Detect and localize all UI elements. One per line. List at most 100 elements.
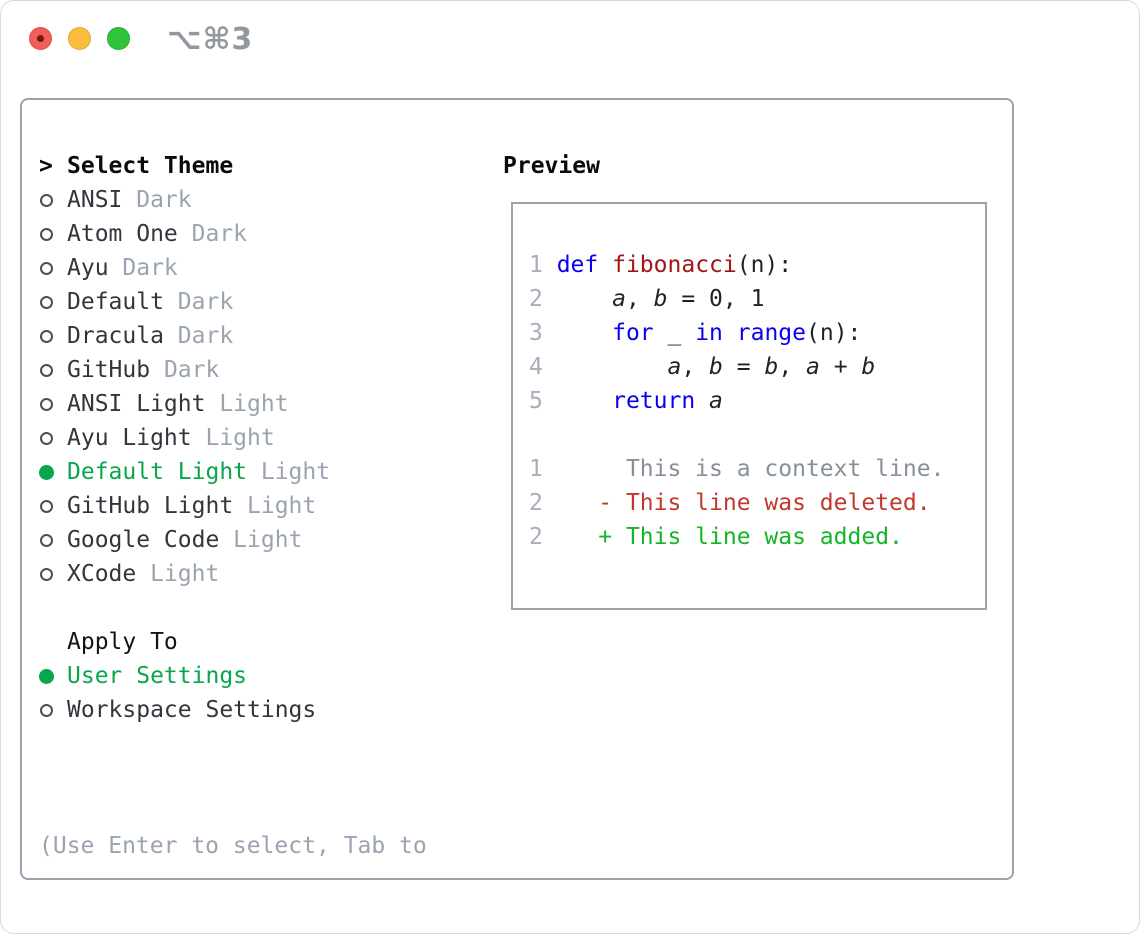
apply-option-workspace-settings[interactable]: Workspace Settings — [39, 693, 330, 727]
item-variant-label: Light — [219, 527, 303, 553]
theme-item-default[interactable]: Default Dark — [39, 285, 330, 319]
code-token-txt: = 0, 1 — [667, 286, 765, 312]
window-title: ⌥⌘3 — [167, 22, 254, 57]
item-variant-label: Light — [191, 425, 275, 451]
apply-option-user-settings[interactable]: User Settings — [39, 659, 330, 693]
code-token-ln: 2 — [529, 286, 557, 312]
selection-chevron-icon: > — [39, 153, 53, 179]
code-token-ln: 1 — [529, 456, 543, 482]
theme-list-title: Select Theme — [67, 153, 234, 179]
code-line: 3 for _ in range(n): — [529, 320, 985, 354]
help-text: (Use Enter to select, Tab to change focu… — [39, 761, 479, 933]
code-token-var: b — [764, 354, 779, 380]
code-line: 5 return a — [529, 388, 985, 422]
code-token-ln: 1 — [529, 252, 557, 278]
code-token-var: b — [709, 354, 723, 380]
code-token-txt — [598, 252, 612, 278]
theme-item-dracula[interactable]: Dracula Dark — [39, 319, 330, 353]
code-token-txt — [557, 354, 668, 380]
code-token-txt: , — [778, 354, 807, 380]
theme-item-google-code[interactable]: Google Code Light — [39, 523, 330, 557]
radio-unselected-icon — [40, 499, 53, 513]
code-line: 2 a, b = 0, 1 — [529, 286, 985, 320]
item-label: GitHub — [67, 357, 151, 383]
radio-unselected-icon — [40, 567, 53, 581]
item-label: ANSI Light — [67, 391, 206, 417]
item-label: ANSI — [67, 187, 123, 213]
apply-to-header: Apply To — [39, 625, 330, 659]
item-label: Default Light — [67, 459, 248, 485]
code-token-var: a — [667, 354, 682, 380]
close-button[interactable] — [29, 27, 52, 50]
item-label: XCode — [67, 561, 137, 587]
code-token-ln: 5 — [529, 388, 557, 414]
radio-selected-icon — [39, 668, 54, 684]
radio-unselected-icon — [40, 363, 53, 377]
theme-item-ansi-light[interactable]: ANSI Light Light — [39, 387, 330, 421]
radio-unselected-icon — [40, 397, 53, 411]
theme-item-ayu[interactable]: Ayu Dark — [39, 251, 330, 285]
item-variant-label: Light — [247, 459, 331, 485]
theme-item-ansi[interactable]: ANSI Dark — [39, 183, 330, 217]
code-token-txt: , — [625, 286, 654, 312]
item-label: GitHub Light — [67, 493, 234, 519]
code-token-kw: return — [612, 388, 696, 414]
item-variant-label: Dark — [108, 255, 178, 281]
theme-item-xcode[interactable]: XCode Light — [39, 557, 330, 591]
radio-unselected-icon — [40, 295, 53, 309]
code-token-kw: def — [556, 252, 599, 278]
item-label: Ayu Light — [67, 425, 192, 451]
code-token-txt — [543, 490, 598, 516]
code-line: 4 a, b = b, a + b — [529, 354, 985, 388]
code-token-txt — [557, 320, 612, 346]
code-line — [529, 422, 985, 456]
code-token-txt — [543, 524, 598, 550]
item-label: Ayu — [67, 255, 109, 281]
theme-list-header: > Select Theme — [39, 149, 330, 183]
code-token-txt — [557, 388, 612, 414]
theme-item-ayu-light[interactable]: Ayu Light Light — [39, 421, 330, 455]
code-token-txt: = — [722, 354, 765, 380]
zoom-button[interactable] — [107, 27, 130, 50]
theme-item-github-light[interactable]: GitHub Light Light — [39, 489, 330, 523]
code-token-txt — [557, 286, 612, 312]
titlebar: ⌥⌘3 — [1, 1, 1139, 73]
code-token-ctx: This is a context line. — [542, 456, 945, 482]
code-token-kw: in — [695, 320, 723, 346]
item-variant-label: Light — [205, 391, 289, 417]
code-token-kw: for — [612, 320, 654, 346]
code-token-ln: 3 — [529, 320, 557, 346]
code-token-txt: + — [819, 354, 862, 380]
item-label: Google Code — [67, 527, 220, 553]
item-label: Default — [67, 289, 164, 315]
code-token-var: a — [612, 286, 626, 312]
radio-unselected-icon — [40, 261, 53, 275]
code-token-var: b — [653, 286, 668, 312]
item-label: Dracula — [67, 323, 164, 349]
theme-item-atom-one[interactable]: Atom One Dark — [39, 217, 330, 251]
item-variant-label: Light — [136, 561, 220, 587]
radio-unselected-icon — [40, 431, 53, 445]
item-variant-label: Dark — [177, 221, 248, 247]
theme-item-default-light[interactable]: Default Light Light — [39, 455, 330, 489]
code-token-var: a — [806, 354, 820, 380]
radio-unselected-icon — [40, 329, 53, 343]
theme-item-github[interactable]: GitHub Dark — [39, 353, 330, 387]
code-token-var: a — [709, 388, 723, 414]
code-token-fn: fibonacci — [612, 252, 737, 278]
minimize-button[interactable] — [68, 27, 91, 50]
code-token-add: + This line was added. — [598, 524, 903, 550]
code-line: 2 + This line was added. — [529, 524, 985, 558]
radio-unselected-icon — [40, 533, 53, 547]
preview-header: Preview — [503, 149, 600, 183]
radio-unselected-icon — [40, 227, 53, 241]
code-token-ln: 2 — [529, 490, 543, 516]
item-variant-label: Dark — [163, 323, 234, 349]
help-line: (Use Enter to select, Tab to — [39, 833, 427, 859]
apply-to-title: Apply To — [67, 629, 178, 655]
